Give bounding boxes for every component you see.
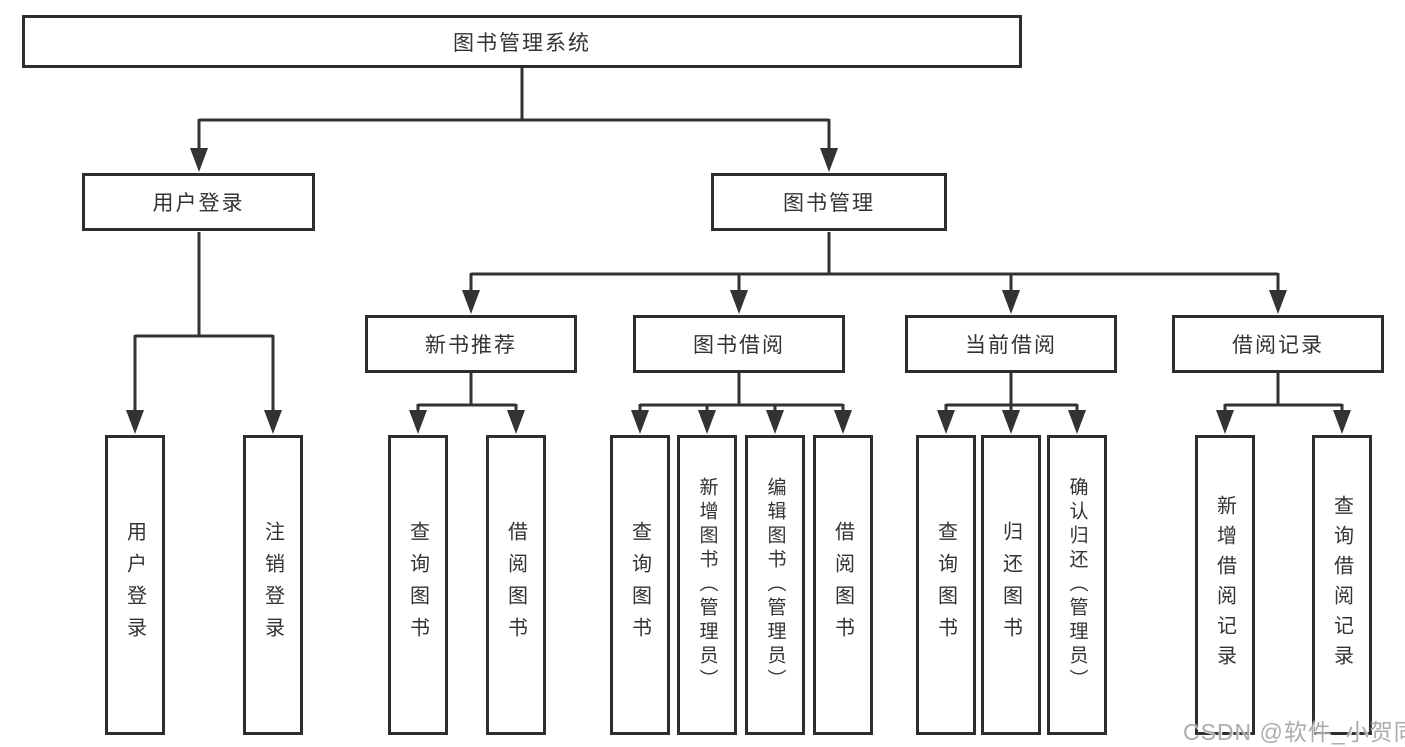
leaf-current-query-books: 查询图书 (916, 435, 976, 735)
node-current-borrow: 当前借阅 (905, 315, 1117, 373)
node-book-borrow: 图书借阅 (633, 315, 845, 373)
leaf-recommend-query-books: 查询图书 (388, 435, 448, 735)
leaf-current-return-books: 归还图书 (981, 435, 1041, 735)
leaf-borrow-edit-books-admin: 编辑图书（管理员） (745, 435, 805, 735)
leaf-records-query-record: 查询借阅记录 (1312, 435, 1372, 735)
leaf-recommend-borrow-books: 借阅图书 (486, 435, 546, 735)
leaf-borrow-query-books: 查询图书 (610, 435, 670, 735)
watermark: CSDN @软件_小贺同学 (1183, 719, 1405, 745)
node-borrow-records: 借阅记录 (1172, 315, 1384, 373)
leaf-borrow-borrow-books: 借阅图书 (813, 435, 873, 735)
node-root: 图书管理系统 (22, 15, 1022, 68)
node-new-book-recommend: 新书推荐 (365, 315, 577, 373)
node-book-management: 图书管理 (711, 173, 947, 231)
leaf-logout: 注销登录 (243, 435, 303, 735)
leaf-user-login: 用户登录 (105, 435, 165, 735)
leaf-current-confirm-return-admin: 确认归还（管理员） (1047, 435, 1107, 735)
leaf-borrow-add-books-admin: 新增图书（管理员） (677, 435, 737, 735)
leaf-records-add-record: 新增借阅记录 (1195, 435, 1255, 735)
node-user-login: 用户登录 (82, 173, 315, 231)
